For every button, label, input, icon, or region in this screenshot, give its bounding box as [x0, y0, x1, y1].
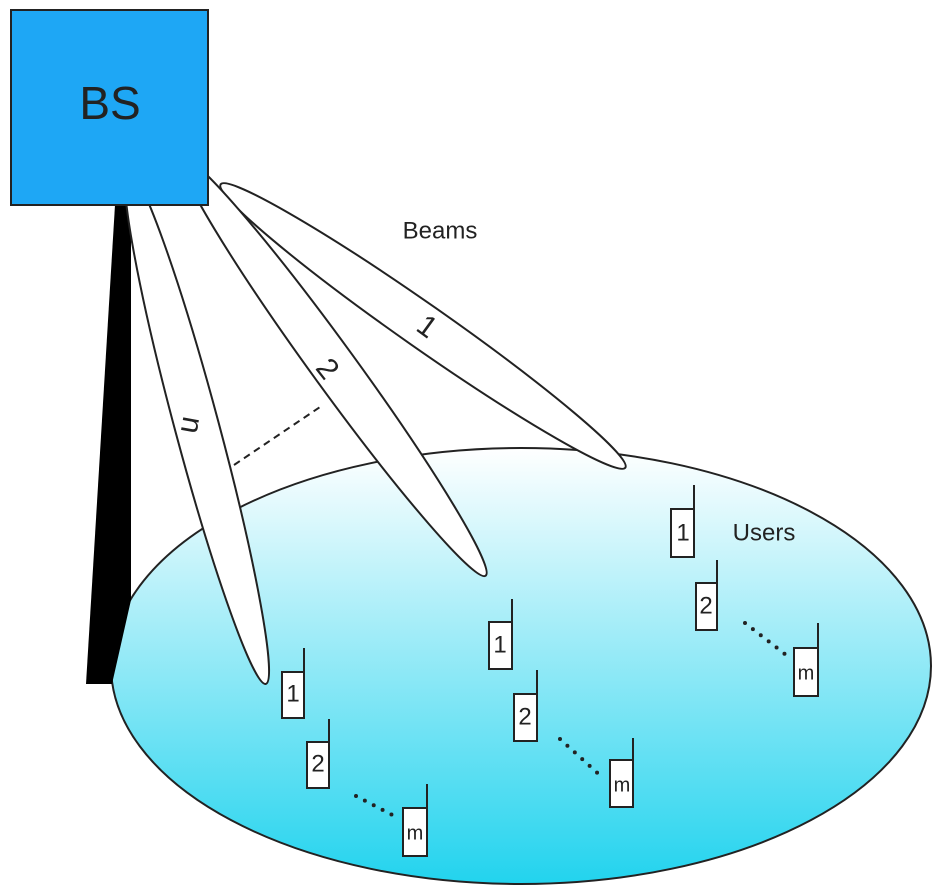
- base-station-label: BS: [79, 77, 140, 129]
- user-terminal: 1: [281, 648, 305, 719]
- ellipsis-dots: [354, 794, 400, 820]
- base-station: BS: [10, 9, 209, 206]
- user-terminal: 2: [695, 560, 718, 631]
- users-label: Users: [733, 519, 796, 546]
- user-terminal: 2: [306, 719, 330, 789]
- tower: [86, 205, 131, 684]
- svg-text:1: 1: [676, 519, 689, 546]
- user-terminal: 1: [488, 599, 513, 670]
- beam-separator-dashed: [233, 404, 324, 466]
- svg-text:m: m: [614, 774, 631, 796]
- user-group-1: 1 2 m: [281, 648, 428, 857]
- user-group-3: 1 2 m: [670, 485, 819, 697]
- svg-text:1: 1: [493, 631, 506, 658]
- svg-text:m: m: [407, 822, 424, 844]
- beams-label: Beams: [403, 217, 478, 244]
- ellipsis-dots: [743, 621, 792, 660]
- user-terminal: 2: [513, 670, 538, 742]
- svg-text:2: 2: [699, 592, 712, 619]
- ellipsis-dots: [558, 737, 605, 780]
- svg-text:m: m: [798, 662, 815, 684]
- user-terminal: 1: [670, 485, 695, 558]
- beam-2: 2: [180, 156, 488, 578]
- user-terminal: m: [402, 784, 428, 857]
- user-terminal: m: [609, 738, 634, 808]
- svg-text:1: 1: [286, 680, 299, 707]
- beam-n-label: n: [174, 414, 209, 436]
- svg-text:2: 2: [518, 703, 531, 730]
- svg-text:2: 2: [311, 750, 324, 777]
- user-group-2: 1 2 m: [488, 599, 634, 808]
- user-terminal: m: [793, 623, 819, 697]
- beam-1: 1: [219, 182, 627, 470]
